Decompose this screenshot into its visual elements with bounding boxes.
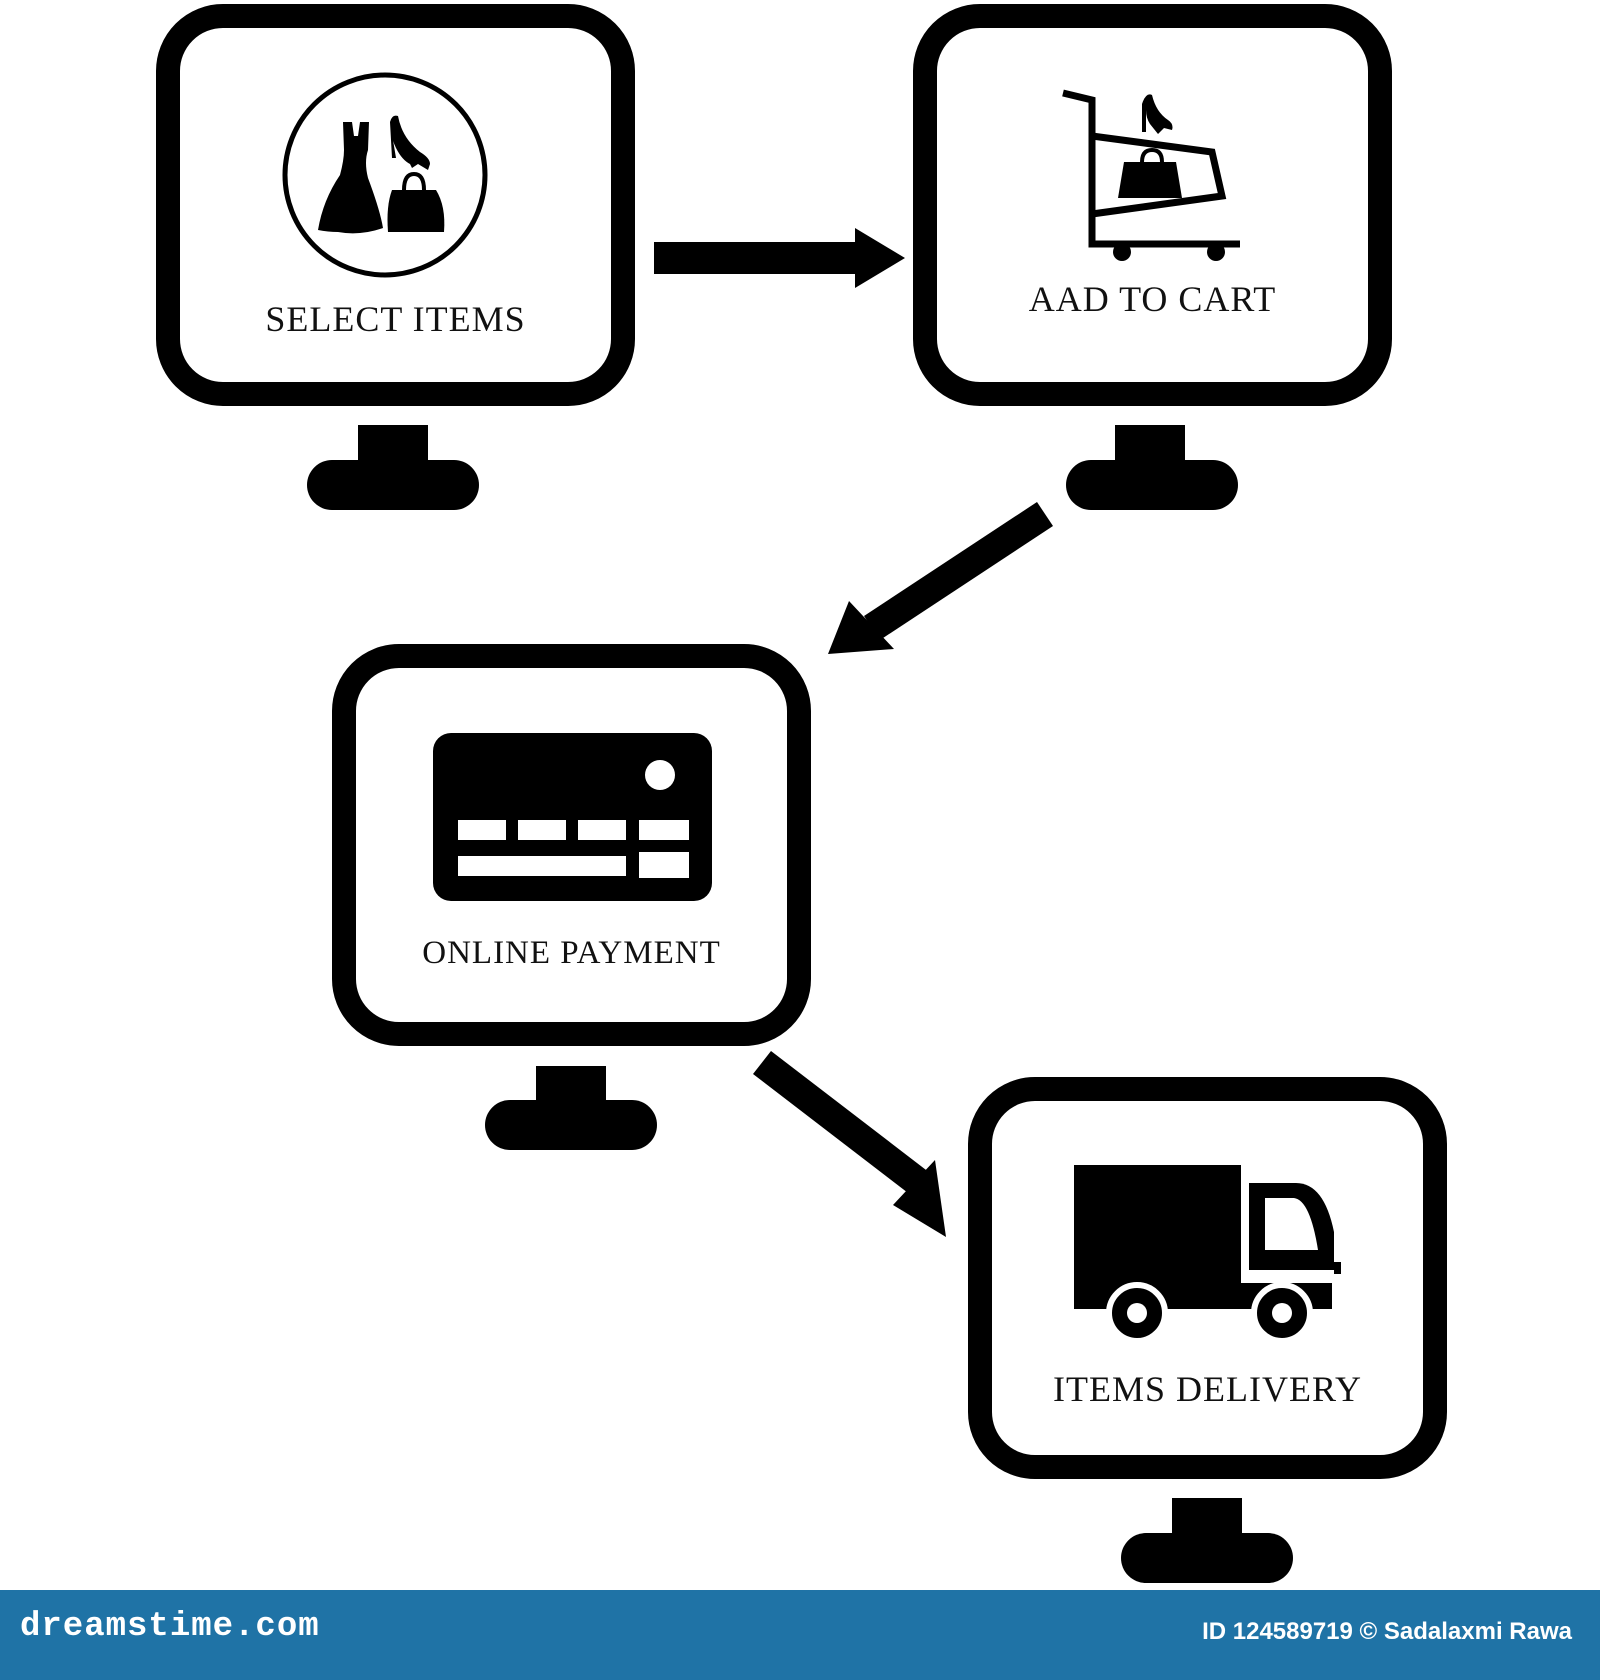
monitor-screen-frame — [913, 4, 1392, 406]
monitor-base — [1121, 1533, 1293, 1583]
monitor-online-payment — [332, 644, 811, 1150]
step-label-select-items: SELECT ITEMS — [265, 299, 526, 339]
monitor-screen-frame — [156, 4, 635, 406]
credit-card-icon — [433, 733, 712, 901]
diagram-stage: SELECT ITEMS AAD TO CART ONLINE PAYMENT … — [156, 4, 1447, 1583]
monitor-base — [1066, 460, 1238, 510]
delivery-truck-icon — [1074, 1165, 1341, 1344]
image-credit: ID 124589719 © Sadalaxmi Rawa — [1202, 1618, 1572, 1645]
watermark-brand[interactable]: dreamstime.com — [20, 1608, 320, 1646]
monitor-add-to-cart — [913, 4, 1392, 510]
shopping-cart-icon — [1062, 89, 1240, 261]
watermark-bar: dreamstime.com ID 124589719 © Sadalaxmi … — [0, 1590, 1600, 1680]
arrow-select-to-cart — [654, 228, 905, 288]
monitor-screen-frame — [968, 1077, 1447, 1479]
arrow-cart-to-payment — [828, 502, 1053, 654]
fashion-items-icon — [282, 72, 488, 278]
flow-diagram — [156, 4, 1447, 1583]
step-label-items-delivery: ITEMS DELIVERY — [1053, 1369, 1362, 1409]
monitor-base — [485, 1100, 657, 1150]
monitor-select-items — [156, 4, 635, 510]
step-label-add-to-cart: AAD TO CART — [1028, 279, 1277, 319]
arrow-payment-to-delivery — [753, 1051, 946, 1237]
step-label-online-payment: ONLINE PAYMENT — [422, 935, 721, 971]
monitor-items-delivery — [968, 1077, 1447, 1583]
monitor-base — [307, 460, 479, 510]
monitor-screen-frame — [332, 644, 811, 1046]
